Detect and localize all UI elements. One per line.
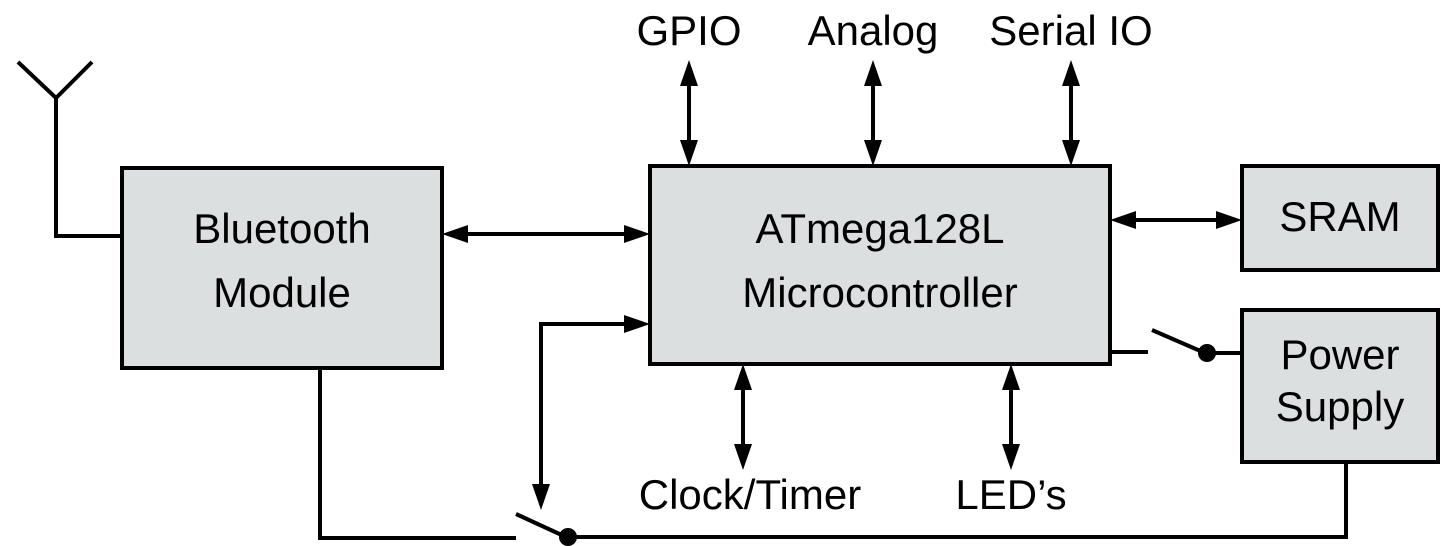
serial-io-arrow xyxy=(1062,60,1080,166)
bluetooth-label-line2: Module xyxy=(213,269,351,316)
power-supply-block: Power Supply xyxy=(1240,308,1440,464)
antenna-icon xyxy=(16,60,122,238)
mcu-wake-arrow xyxy=(532,315,650,510)
leds-arrow xyxy=(1002,364,1020,470)
clock-timer-label: Clock/Timer xyxy=(639,471,861,518)
clock-timer-arrow xyxy=(734,364,752,470)
sram-label: SRAM xyxy=(1279,193,1400,240)
bluetooth-module-block: Bluetooth Module xyxy=(120,166,444,370)
gpio-arrow xyxy=(680,60,698,166)
power-switch-icon xyxy=(1110,328,1242,362)
power-label-line1: Power xyxy=(1280,331,1399,378)
sram-block: SRAM xyxy=(1240,164,1440,272)
mcu-label-line1: ATmega128L xyxy=(755,205,1004,252)
mcu-sram-arrow xyxy=(1110,211,1242,229)
leds-label: LED’s xyxy=(955,471,1066,518)
bottom-power-line xyxy=(318,368,1348,546)
power-label-line2: Supply xyxy=(1276,383,1404,430)
analog-arrow xyxy=(864,60,882,166)
microcontroller-block: ATmega128L Microcontroller xyxy=(648,164,1112,366)
bluetooth-mcu-arrow xyxy=(442,225,650,243)
mcu-label-line2: Microcontroller xyxy=(742,269,1017,316)
gpio-label: GPIO xyxy=(636,7,741,54)
analog-label: Analog xyxy=(808,7,939,54)
serial-io-label: Serial IO xyxy=(989,7,1152,54)
bluetooth-label-line1: Bluetooth xyxy=(193,205,370,252)
